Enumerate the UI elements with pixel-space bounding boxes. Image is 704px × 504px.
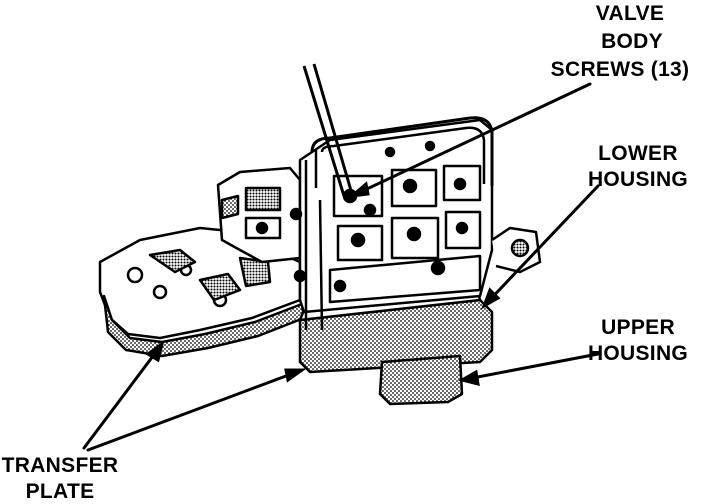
label-transfer-line2: PLATE [26, 480, 95, 503]
upper-housing-shape [378, 354, 464, 406]
label-lower-housing: LOWER HOUSING [588, 142, 688, 191]
tool-shaft-shape [302, 63, 354, 197]
label-valve-line2: BODY [601, 30, 663, 53]
label-transfer-line1: TRANSFER [2, 454, 119, 477]
leader-transfer-plate-1 [82, 342, 164, 450]
leader-lines [82, 82, 600, 452]
label-valve-body-screws: VALVE BODY SCREWS (13) [551, 2, 690, 81]
leader-lower-housing [482, 184, 600, 308]
valve-body-shape [289, 116, 542, 331]
leader-valve-body-screws [350, 82, 592, 198]
label-transfer-plate: TRANSFER PLATE [2, 454, 119, 503]
label-valve-line1: VALVE [596, 2, 664, 25]
label-lower-line2: HOUSING [588, 168, 688, 191]
label-lower-line1: LOWER [598, 142, 678, 165]
label-upper-line2: HOUSING [588, 342, 688, 365]
label-upper-housing: UPPER HOUSING [588, 316, 688, 365]
left-bracket-shape [216, 166, 302, 264]
leader-transfer-plate-2 [86, 368, 304, 452]
label-upper-line1: UPPER [601, 316, 675, 339]
label-valve-line3: SCREWS (13) [551, 58, 690, 81]
leader-upper-housing [460, 352, 600, 382]
